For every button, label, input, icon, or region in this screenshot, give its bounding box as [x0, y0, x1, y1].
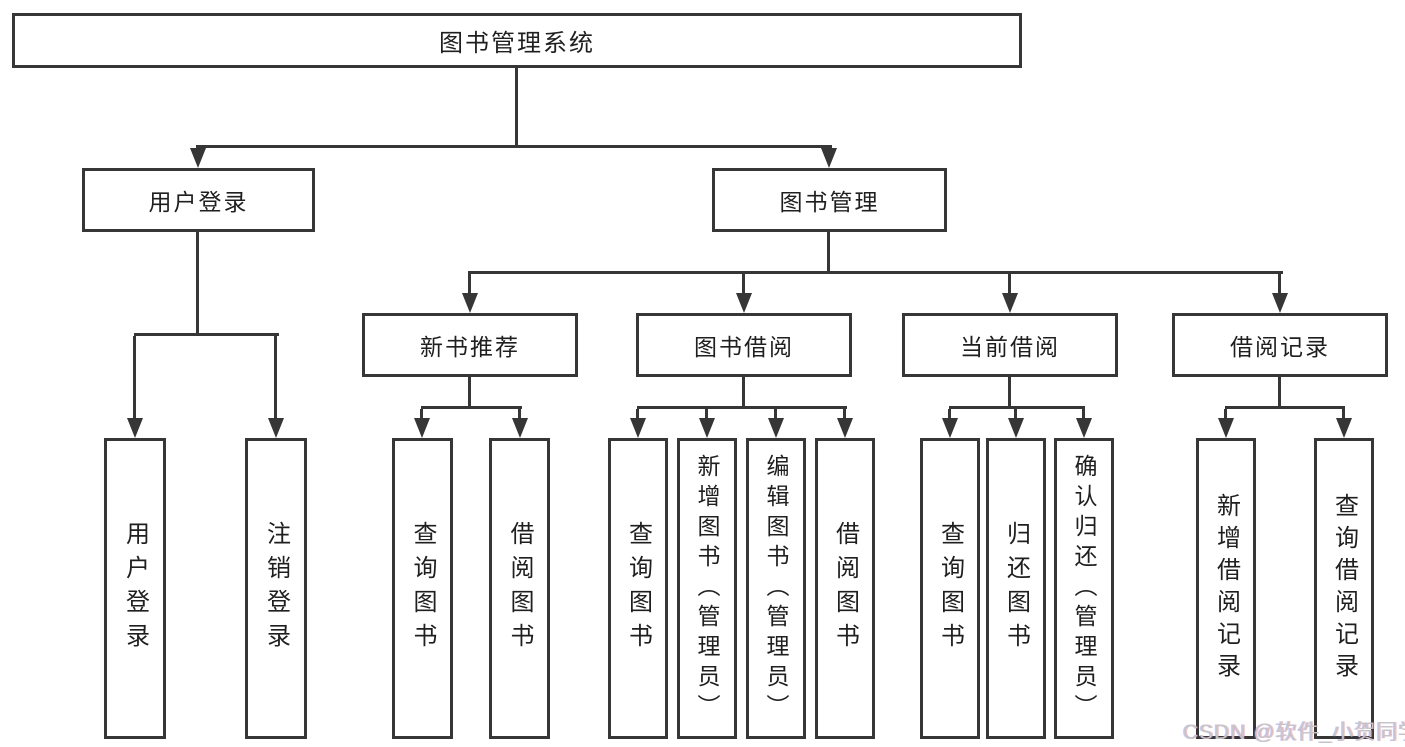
connector-line [1225, 406, 1345, 409]
connector-line [948, 409, 951, 418]
leaf-user-login: 用户登录 [104, 438, 166, 739]
connector-line [515, 67, 518, 147]
connector-line [742, 274, 745, 293]
arrowhead-down-icon [1002, 293, 1018, 313]
connector-line [421, 406, 522, 409]
arrowhead-down-icon [768, 418, 784, 438]
arrowhead-down-icon [699, 418, 715, 438]
connector-line [1008, 274, 1011, 293]
connector-line [1278, 377, 1281, 409]
connector-line [518, 409, 521, 418]
arrowhead-down-icon [1272, 293, 1288, 313]
node-current-borrowing: 当前借阅 [902, 313, 1118, 377]
leaf-add-borrow-record: 新增借阅记录 [1196, 438, 1256, 739]
arrowhead-down-icon [630, 418, 646, 438]
leaf-return-books: 归还图书 [986, 438, 1046, 739]
leaf-query-books-recommend: 查询图书 [392, 438, 453, 739]
arrowhead-down-icon [512, 418, 528, 438]
arrowhead-down-icon [127, 418, 143, 438]
node-root: 图书管理系统 [12, 13, 1022, 68]
arrowhead-down-icon [1218, 418, 1234, 438]
connector-line [1278, 274, 1281, 293]
connector-line [827, 231, 830, 273]
arrowhead-down-icon [1336, 418, 1352, 438]
leaf-add-book-admin: 新增图书（管理员） [677, 438, 737, 739]
connector-line [636, 409, 639, 418]
arrowhead-down-icon [736, 293, 752, 313]
arrowhead-down-icon [1076, 418, 1092, 438]
connector-line [705, 409, 708, 418]
leaf-confirm-return-admin: 确认归还（管理员） [1054, 438, 1114, 739]
connector-line [274, 336, 277, 418]
arrowhead-down-icon [414, 418, 430, 438]
connector-line [949, 406, 1085, 409]
leaf-borrow-books-recommend: 借阅图书 [489, 438, 550, 739]
arrowhead-down-icon [462, 293, 478, 313]
node-borrowing-records: 借阅记录 [1172, 313, 1388, 377]
connector-line [134, 333, 279, 336]
arrowhead-down-icon [821, 148, 837, 168]
connector-line [1008, 377, 1011, 409]
connector-line [468, 271, 1283, 274]
connector-line [420, 409, 423, 418]
node-book-management: 图书管理 [712, 168, 947, 232]
leaf-borrow-books-borrowing: 借阅图书 [815, 438, 875, 739]
csdn-watermark: CSDN @软件_小贺同学 [1183, 721, 1405, 744]
connector-line [1014, 409, 1017, 418]
connector-line [1082, 409, 1085, 418]
connector-line [843, 409, 846, 418]
connector-line [742, 377, 745, 409]
arrowhead-down-icon [1008, 418, 1024, 438]
connector-line [133, 336, 136, 418]
node-new-book-recommend: 新书推荐 [362, 313, 578, 377]
leaf-logout: 注销登录 [245, 438, 307, 739]
leaf-query-books-current: 查询图书 [920, 438, 980, 739]
connector-line [1224, 409, 1227, 418]
arrowhead-down-icon [942, 418, 958, 438]
node-book-borrowing: 图书借阅 [636, 313, 852, 377]
connector-line [468, 377, 471, 409]
connector-line [1342, 409, 1345, 418]
connector-line [637, 406, 847, 409]
connector-line [774, 409, 777, 418]
arrowhead-down-icon [190, 148, 206, 168]
connector-line [196, 231, 199, 335]
node-user-login: 用户登录 [82, 168, 315, 232]
leaf-edit-book-admin: 编辑图书（管理员） [746, 438, 806, 739]
connector-line [196, 145, 832, 148]
leaf-query-borrow-record: 查询借阅记录 [1314, 438, 1374, 739]
leaf-query-books-borrowing: 查询图书 [608, 438, 668, 739]
arrowhead-down-icon [837, 418, 853, 438]
arrowhead-down-icon [268, 418, 284, 438]
connector-line [468, 274, 471, 293]
